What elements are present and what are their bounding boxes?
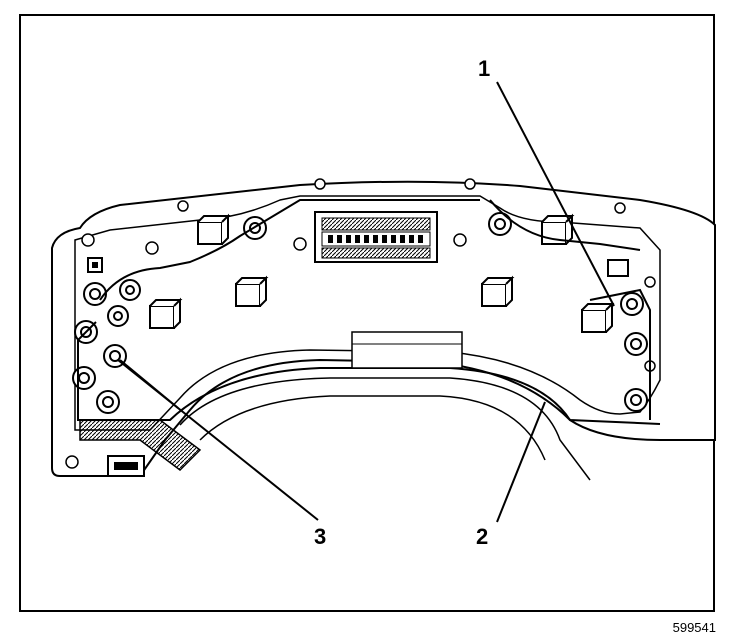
callout-3: 3 bbox=[314, 524, 327, 549]
callout-1: 1 bbox=[478, 56, 491, 81]
main-connector bbox=[314, 211, 438, 263]
lens-arc bbox=[179, 377, 591, 481]
leader-lines bbox=[117, 81, 615, 523]
center-label bbox=[351, 331, 463, 369]
figure-id: 599541 bbox=[672, 620, 716, 635]
back-plate bbox=[74, 195, 661, 431]
lower-bracket bbox=[79, 419, 202, 477]
callout-2: 2 bbox=[476, 524, 489, 549]
